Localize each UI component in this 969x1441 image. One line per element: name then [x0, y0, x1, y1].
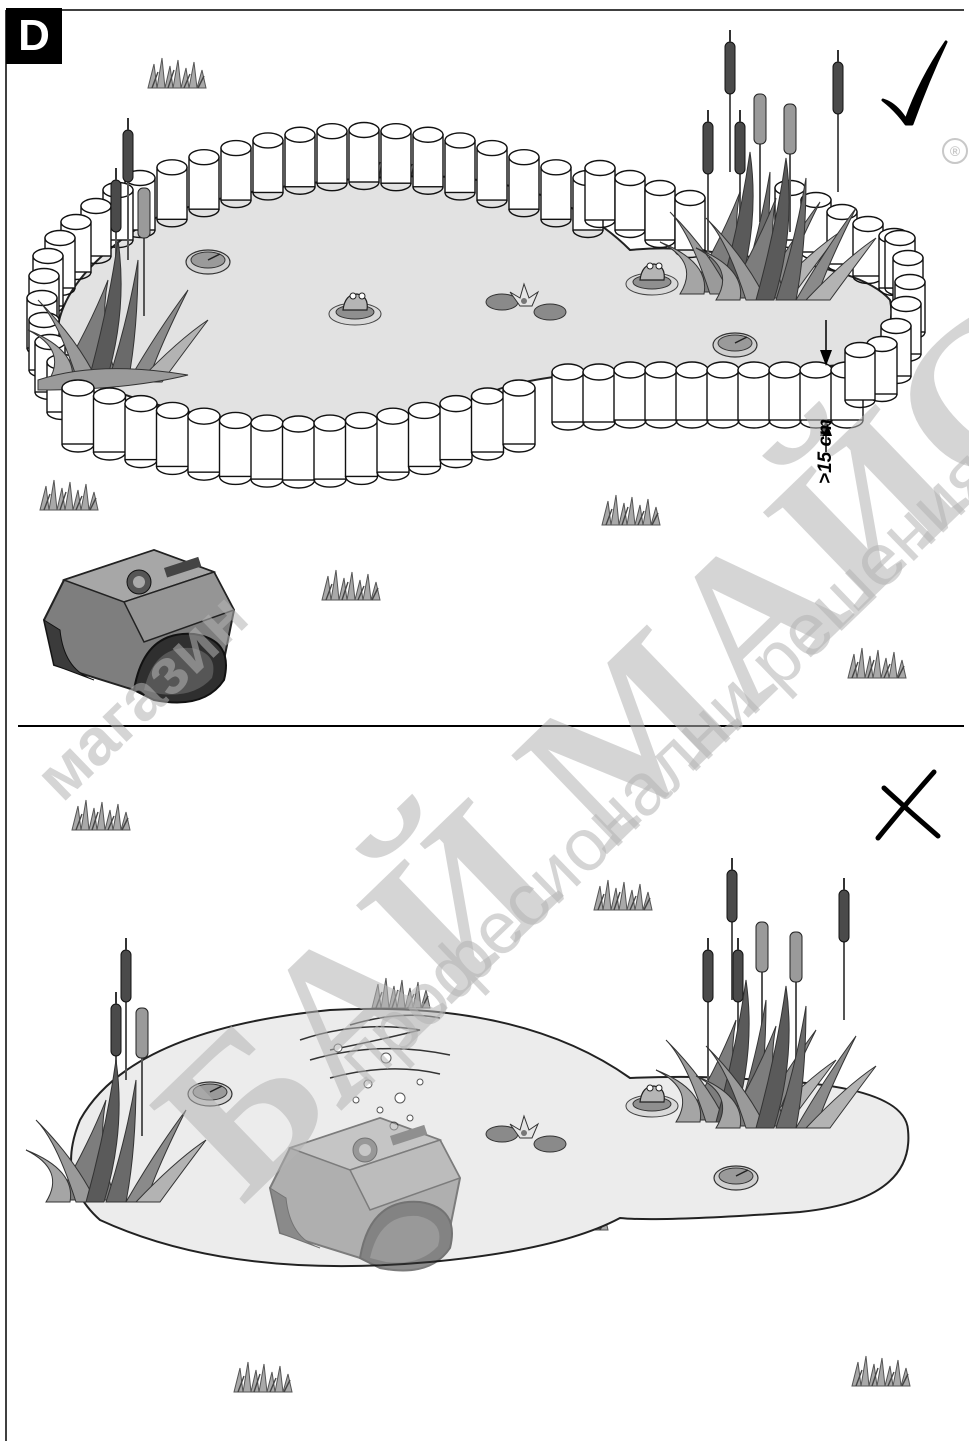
palisade-post — [189, 150, 219, 217]
palisade-post — [314, 415, 346, 487]
cross-icon — [878, 772, 938, 838]
grass-tuft-icon — [602, 495, 660, 525]
grass-tuft-icon — [322, 570, 380, 600]
grass-tuft-icon — [40, 480, 98, 510]
robotic-mower-icon — [44, 550, 234, 703]
palisade-post — [440, 396, 472, 468]
palisade-post — [157, 402, 189, 474]
palisade-post — [381, 124, 411, 191]
lily-pad-icon — [714, 1166, 758, 1190]
palisade-post — [472, 388, 504, 460]
palisade-post — [541, 160, 571, 227]
figure-label: D — [6, 8, 62, 64]
palisade-post — [503, 380, 535, 452]
palisade-post — [188, 408, 220, 480]
palisade-post — [283, 416, 315, 488]
grass-tuft-icon — [72, 800, 130, 830]
grass-tuft-icon — [594, 880, 652, 910]
palisade-post — [845, 343, 875, 408]
palisade-post — [477, 141, 507, 208]
palisade-post — [413, 127, 443, 194]
lily-pad-icon — [713, 333, 757, 357]
palisade-post — [94, 388, 126, 460]
palisade-post — [645, 181, 675, 248]
lily-pad-icon — [188, 1082, 232, 1106]
palisade-post — [509, 150, 539, 217]
palisade-post — [585, 161, 615, 228]
palisade-post — [317, 124, 347, 191]
checkmark-icon — [883, 42, 946, 124]
palisade-post — [346, 412, 378, 484]
palisade-post — [253, 133, 283, 200]
grass-tuft-icon — [234, 1362, 292, 1392]
palisade-post — [62, 380, 94, 452]
palisade-post — [220, 412, 252, 484]
palisade-post — [157, 160, 187, 227]
grass-tuft-icon — [148, 58, 206, 88]
height-dimension-label: >15 cm — [815, 444, 837, 484]
palisade-post — [377, 408, 409, 480]
palisade-post — [738, 362, 770, 428]
lily-pad-icon — [186, 250, 230, 274]
palisade-post — [707, 362, 739, 428]
palisade-post — [676, 362, 708, 428]
grass-tuft-icon — [852, 1356, 910, 1386]
palisade-post — [769, 362, 801, 428]
palisade-post — [552, 364, 584, 430]
palisade-post — [615, 171, 645, 238]
registered-mark: ® — [942, 138, 968, 164]
palisade-post — [645, 362, 677, 428]
panel-wrong — [26, 772, 938, 1392]
palisade-post — [125, 396, 157, 468]
palisade-post — [285, 127, 315, 194]
palisade-post — [349, 123, 379, 190]
palisade-post — [221, 141, 251, 208]
palisade-post — [409, 402, 441, 474]
grass-tuft-icon — [372, 978, 430, 1008]
palisade-post — [445, 133, 475, 200]
palisade-post — [614, 362, 646, 428]
grass-tuft-icon — [848, 648, 906, 678]
palisade-post — [251, 415, 283, 487]
palisade-post — [583, 364, 615, 430]
